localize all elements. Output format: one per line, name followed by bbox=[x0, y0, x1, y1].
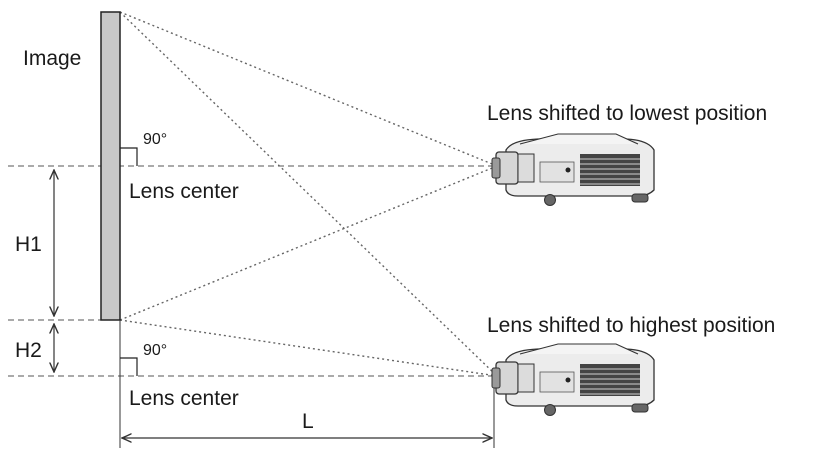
projector-icon bbox=[491, 133, 655, 207]
projector-bottom-caption: Lens shifted to highest position bbox=[487, 314, 775, 337]
beam-bottom-to-bottom-projector bbox=[119, 319, 498, 377]
beam-top-to-bottom-projector bbox=[119, 11, 498, 377]
image-screen bbox=[100, 11, 121, 321]
image-label: Image bbox=[23, 47, 81, 70]
projection-beams bbox=[119, 11, 498, 377]
angle-label-bottom: 90° bbox=[143, 342, 167, 359]
angle-label-top: 90° bbox=[143, 131, 167, 148]
right-angle-marker-bottom bbox=[120, 357, 138, 376]
beam-top-to-top-projector bbox=[119, 11, 498, 167]
projector-top-caption: Lens shifted to lowest position bbox=[487, 102, 767, 125]
h1-label: H1 bbox=[15, 233, 42, 256]
projector-icon bbox=[491, 343, 655, 417]
distance-label: L bbox=[302, 410, 314, 433]
right-angle-marker-top bbox=[120, 147, 138, 166]
lens-center-label-bottom: Lens center bbox=[129, 387, 239, 410]
reference-lines bbox=[8, 165, 498, 377]
lens-center-label-top: Lens center bbox=[129, 180, 239, 203]
h2-label: H2 bbox=[15, 339, 42, 362]
